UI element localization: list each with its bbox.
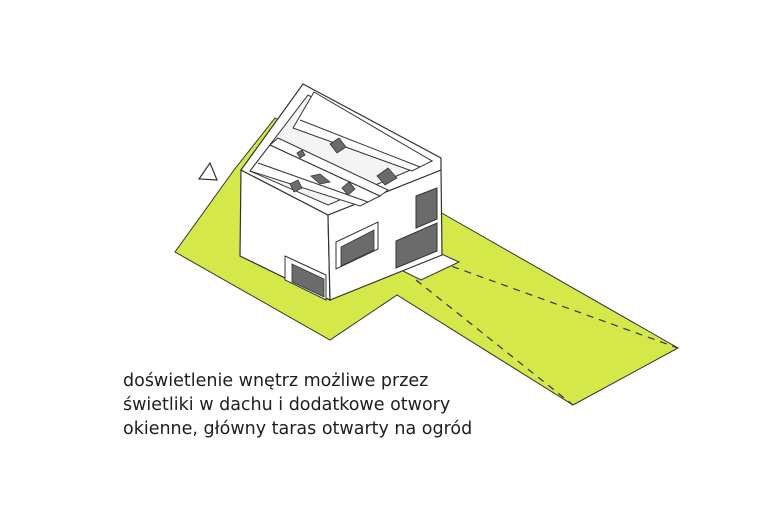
skylight-back-2 bbox=[376, 167, 398, 186]
caption-line-2: świetliki w dachu i dodatkowe otwory bbox=[123, 395, 451, 415]
skylight-front-4 bbox=[310, 173, 331, 185]
caption-line-3: okienne, główny taras otwarty na ogród bbox=[123, 419, 473, 439]
diagram-caption: doświetlenie wnętrz możliwe przez świetl… bbox=[123, 369, 543, 441]
window-right-upper bbox=[415, 187, 438, 229]
roof-ridge-back bbox=[292, 91, 434, 172]
caption-line-1: doświetlenie wnętrz możliwe przez bbox=[123, 371, 429, 391]
window-right-large-glass bbox=[340, 229, 375, 267]
north-arrow-icon bbox=[197, 161, 218, 181]
skylight-front-2 bbox=[341, 181, 356, 196]
garden-path-dash-2 bbox=[439, 261, 679, 349]
roof-ridge-front-line bbox=[257, 162, 369, 203]
window-left-corner-glass bbox=[291, 263, 325, 298]
roof-ridge-back-line bbox=[299, 119, 421, 168]
skylight-back-1 bbox=[329, 137, 347, 154]
skylight-front-3 bbox=[296, 149, 306, 159]
skylight-front-1 bbox=[289, 179, 303, 193]
terrace-door bbox=[395, 222, 438, 269]
